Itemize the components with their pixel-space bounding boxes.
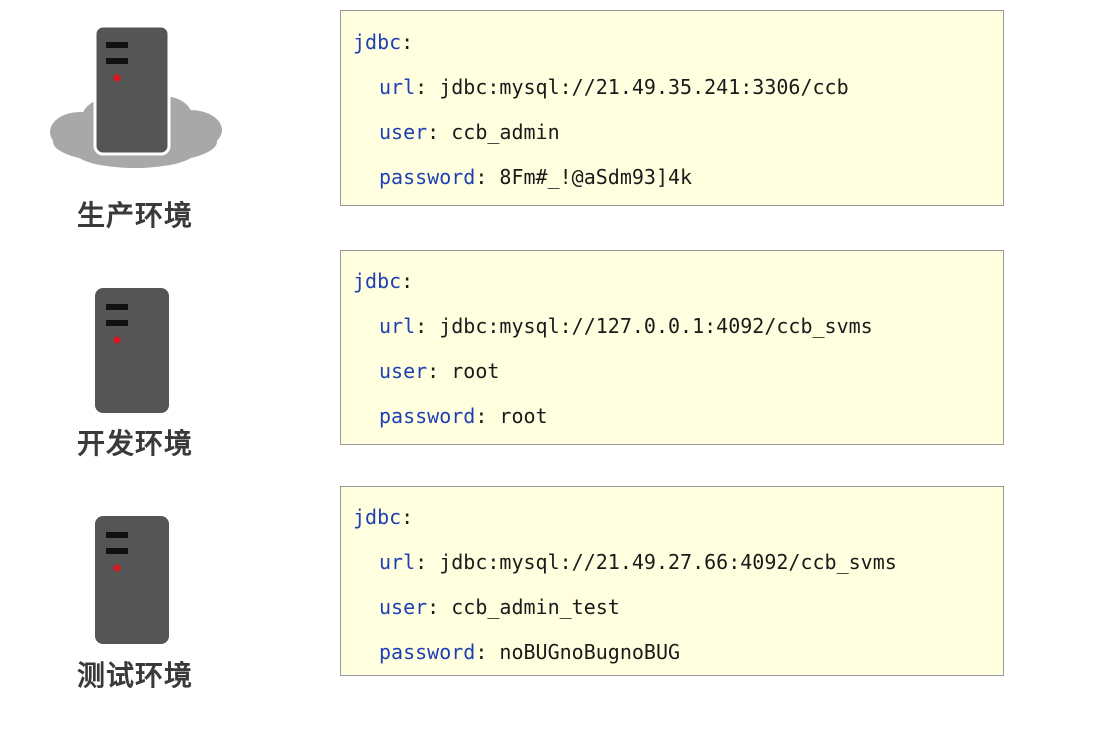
server-icon [40,282,230,432]
config-line-password: password: noBUGnoBugnoBUG [379,640,681,664]
config-value-password: 8Fm#_!@aSdm93]4k [499,165,693,189]
env-production: 生产环境 [40,20,230,240]
config-key-url: url [379,314,416,338]
config-line-user: user: root [379,359,500,383]
config-key-root: jdbc [353,505,402,529]
config-key-root: jdbc [353,30,402,54]
config-value-password: root [499,404,548,428]
config-key-password: password [379,640,476,664]
env-label-development: 开发环境 [76,427,193,460]
config-box-testing: jdbc: url: jdbc:mysql://21.49.27.66:4092… [340,486,1004,676]
server-tower [93,24,171,156]
env-testing: 测试环境 [40,510,230,730]
config-key-url: url [379,550,416,574]
config-line-password: password: 8Fm#_!@aSdm93]4k [379,165,693,189]
config-line-url: url: jdbc:mysql://21.49.35.241:3306/ccb [379,75,849,99]
config-value-password: noBUGnoBugnoBUG [499,640,681,664]
config-key-user: user [379,595,428,619]
config-key-password: password [379,165,476,189]
config-key-root: jdbc [353,269,402,293]
env-label-production: 生产环境 [76,199,193,232]
config-line-root: jdbc: [353,505,414,529]
config-line-user: user: ccb_admin_test [379,595,620,619]
config-line-password: password: root [379,404,548,428]
cloud-server-icon [40,20,230,170]
config-line-root: jdbc: [353,269,414,293]
config-line-root: jdbc: [353,30,414,54]
config-key-url: url [379,75,416,99]
config-line-url: url: jdbc:mysql://127.0.0.1:4092/ccb_svm… [379,314,873,338]
config-value-url: jdbc:mysql://21.49.35.241:3306/ccb [439,75,849,99]
config-key-password: password [379,404,476,428]
config-key-user: user [379,359,428,383]
config-value-user: ccb_admin [451,120,560,144]
env-label-testing: 测试环境 [76,659,193,692]
config-box-production: jdbc: url: jdbc:mysql://21.49.35.241:330… [340,10,1004,206]
config-value-url: jdbc:mysql://127.0.0.1:4092/ccb_svms [439,314,873,338]
config-box-development: jdbc: url: jdbc:mysql://127.0.0.1:4092/c… [340,250,1004,445]
server-icon [40,510,230,660]
env-development: 开发环境 [40,282,230,502]
config-value-user: ccb_admin_test [451,595,620,619]
config-line-url: url: jdbc:mysql://21.49.27.66:4092/ccb_s… [379,550,897,574]
config-value-url: jdbc:mysql://21.49.27.66:4092/ccb_svms [439,550,897,574]
config-line-user: user: ccb_admin [379,120,560,144]
config-value-user: root [451,359,500,383]
config-key-user: user [379,120,428,144]
